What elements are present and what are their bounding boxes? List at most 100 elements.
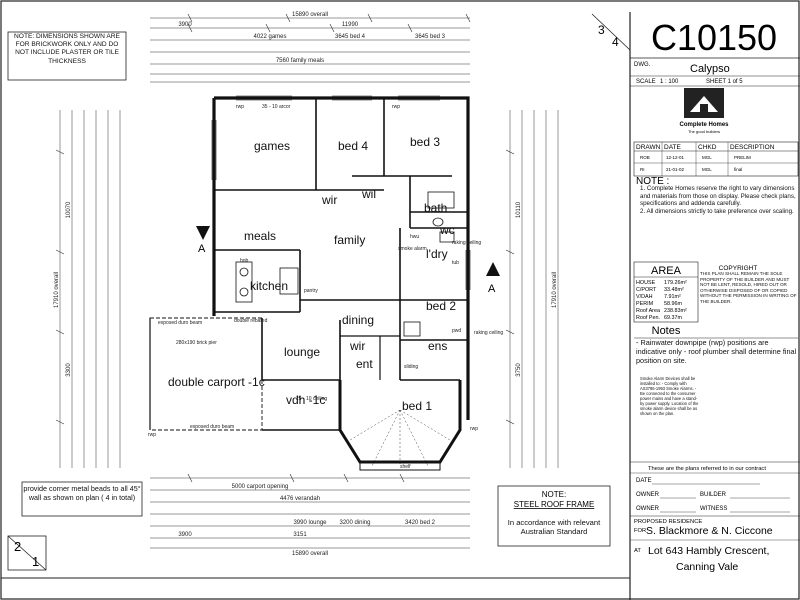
note-corner-text: provide corner metal beads to all 45° wa…	[23, 484, 141, 502]
dim-carport-opening: 5000 carport opening	[232, 484, 289, 490]
residence-label: PROPOSED RESIDENCE	[634, 519, 702, 525]
room-vdh: vdh -1c	[286, 393, 325, 407]
td-r1-drawn: ROB	[640, 155, 650, 160]
dimension-ticks	[55, 13, 515, 483]
dim-right-3750: 3750	[516, 363, 522, 377]
td-r2-date: 21-01-02	[666, 167, 685, 172]
ann-ceiling-vdh: 25 - 10 ceiling	[296, 396, 327, 402]
dim-3900-bottom: 3900	[178, 532, 192, 538]
dim-right-overall: 17910 overall	[552, 272, 558, 308]
area-roofpen-value: 69.37m	[664, 315, 682, 321]
residence-at: AT	[634, 548, 641, 554]
dim-left-10070: 10070	[66, 201, 72, 218]
dim-bed4: 3645 bed 4	[335, 34, 366, 40]
room-kitchen: kitchen	[250, 279, 288, 293]
copyright-heading: COPYRIGHT	[719, 265, 758, 272]
sheet-ref-bottom: 4	[612, 35, 619, 49]
area-vdah-label: V/DAH	[636, 294, 653, 300]
room-ens: ens	[428, 339, 447, 353]
room-bed2: bed 2	[426, 299, 456, 313]
room-ent: ent	[356, 357, 373, 371]
residence-for: FOR	[634, 528, 646, 534]
contract-date: DATE	[636, 478, 652, 484]
note-dimensions-box: NOTE: DIMENSIONS SHOWN ARE FOR BRICKWORK…	[7, 31, 127, 81]
ann-raking-1: raking ceiling	[452, 240, 481, 246]
room-wil: wil	[361, 187, 376, 201]
area-vdah-value: 7.91m²	[664, 294, 681, 300]
ann-pantry: pantry	[304, 288, 318, 294]
residence-names: S. Blackmore & N. Ciccone	[646, 525, 773, 537]
contract-owner-2: OWNER	[636, 506, 660, 512]
area-house-label: HOUSE	[636, 280, 656, 286]
th-drawn: DRAWN	[636, 144, 661, 151]
residence-address-2: Canning Vale	[676, 561, 738, 573]
th-chkd: CHKD	[698, 144, 717, 151]
room-family: family	[334, 233, 365, 247]
ann-ceiling-games: 35 - 10 arcor	[262, 104, 291, 110]
contract-intro: These are the plans referred to in our c…	[648, 466, 766, 472]
room-carport: double carport -1c	[168, 375, 265, 389]
dim-verandah: 4476 verandah	[280, 496, 320, 502]
area-cport-value: 33.48m²	[664, 287, 684, 293]
dim-dining: 3200 dining	[339, 520, 370, 526]
smoke-alarm-text: Smoke Alarm Devices shall be installed t…	[640, 376, 699, 416]
revision-table	[633, 141, 799, 177]
note-roof-heading: NOTE:	[542, 490, 566, 499]
dim-top-3900: 3900	[178, 22, 192, 28]
ann-rwp-2: rwp	[392, 104, 400, 110]
dim-games: 4022 games	[253, 34, 286, 40]
drawing-number: C10150	[651, 17, 777, 58]
contract-owner-1: OWNER	[636, 492, 660, 498]
ann-pwd: pwd	[452, 328, 461, 334]
ann-rwp-3: rwp	[148, 432, 156, 438]
dwg-name: Calypso	[690, 63, 730, 75]
td-r1-date: 12-12-01	[666, 155, 685, 160]
note-roof-text: In accordance with relevant Australian S…	[507, 518, 601, 536]
ann-tub: tub	[452, 260, 459, 266]
room-wc: wc	[439, 223, 455, 237]
room-bed3: bed 3	[410, 135, 440, 149]
area-roof-label: Roof Area	[636, 308, 660, 314]
ann-rwp-1: rwp	[236, 104, 244, 110]
title-block: C10150 DWG. Calypso SCALE 1 : 100 SHEET …	[630, 17, 800, 177]
th-description: DESCRIPTION	[730, 144, 775, 151]
section-a-left: A	[198, 243, 206, 255]
contract-block: These are the plans referred to in our c…	[630, 461, 800, 517]
dimension-lines	[59, 17, 559, 549]
notes-side-heading: Notes	[652, 325, 681, 337]
dwg-label: DWG.	[634, 62, 651, 68]
th-date: DATE	[664, 144, 682, 151]
dim-family-meals: 7560 family meals	[276, 58, 324, 64]
bath-fixtures	[403, 191, 455, 337]
company-tag: The good builders	[688, 129, 720, 134]
dim-top-11990: 11990	[342, 22, 359, 28]
ann-raking-2: raking ceiling	[474, 330, 503, 336]
ann-hob: hob	[240, 258, 249, 264]
notes-main: NOTE : 1. Complete Homes reserve the rig…	[636, 176, 796, 215]
room-dining: dining	[342, 313, 374, 327]
contract-builder: BUILDER	[700, 492, 727, 498]
notes-side-text: - Rainwater downpipe (rwp) positions are…	[636, 338, 797, 365]
dimension-labels: 15890 overall 11990 3900 4022 games 3645…	[54, 12, 558, 557]
area-roofpen-label: Roof Pen.	[636, 315, 660, 321]
dim-lounge: 3990 lounge	[293, 520, 327, 526]
room-bath: bath	[424, 201, 447, 215]
td-r2-desc: final	[734, 167, 742, 172]
dim-bed3: 3645 bed 3	[415, 34, 446, 40]
company-name: Complete Homes	[679, 122, 729, 128]
section-markers: A A	[196, 226, 500, 295]
section-a-right-icon	[486, 262, 500, 276]
notes-main-item-1: 1. Complete Homes reserve the right to v…	[640, 185, 796, 208]
contract-witness: WITNESS	[700, 506, 727, 512]
house-walls	[149, 96, 470, 471]
area-perim-label: PERIM	[636, 301, 654, 307]
section-a-left-icon	[196, 226, 210, 240]
room-games: games	[254, 139, 290, 153]
area-cport-label: C/PORT	[636, 287, 657, 293]
sheet-ref-3-4: 3 4	[591, 13, 631, 51]
room-bed4: bed 4	[338, 139, 368, 153]
notes-main-heading: NOTE :	[636, 176, 669, 187]
copyright-text: THIS PLAN SHALL REMAIN THE SOLE PROPERTY…	[700, 271, 797, 304]
